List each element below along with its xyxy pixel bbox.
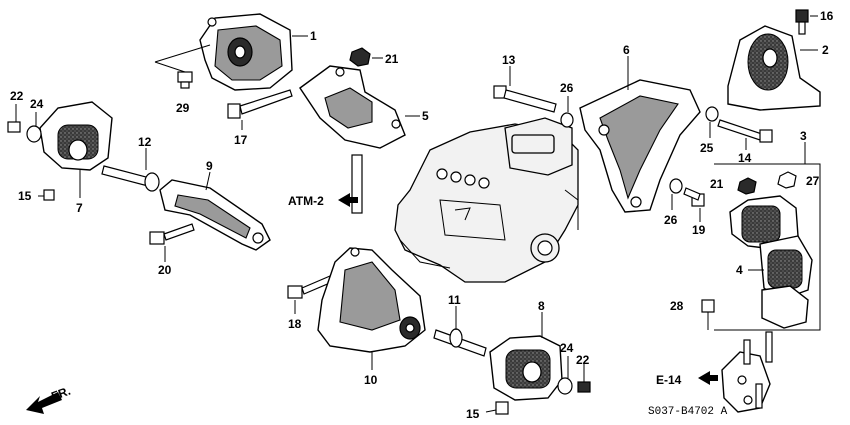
atm-2-label: ATM-2 <box>288 194 324 208</box>
callout-1: 1 <box>310 29 317 43</box>
part-27-nut <box>777 171 797 189</box>
callout-10: 10 <box>364 373 378 387</box>
callout-26-upper: 26 <box>560 81 574 95</box>
callout-12: 12 <box>138 135 152 149</box>
engine-block <box>394 117 579 283</box>
callout-22-left: 22 <box>10 89 24 103</box>
part-14-bolt <box>717 119 773 150</box>
front-label: FR. <box>49 384 72 404</box>
part-11-bolt <box>433 306 487 357</box>
part-21-nut-upper <box>349 47 383 67</box>
part-3-mount-assembly <box>714 142 821 331</box>
callout-19: 19 <box>692 223 706 237</box>
part-10-bracket <box>317 247 426 370</box>
callout-27: 27 <box>806 174 820 188</box>
callout-29: 29 <box>176 101 190 115</box>
callout-20: 20 <box>158 263 172 277</box>
callout-8: 8 <box>538 299 545 313</box>
part-7-mount <box>39 101 113 198</box>
part-28-bolt <box>701 299 715 330</box>
part-5-bracket <box>299 65 420 149</box>
callout-17: 17 <box>234 133 248 147</box>
callout-4: 4 <box>736 263 743 277</box>
part-2-mount <box>727 25 821 111</box>
callout-5: 5 <box>422 109 429 123</box>
part-21-nut-right <box>737 177 757 195</box>
stud <box>351 154 363 214</box>
callout-26-lower: 26 <box>664 213 678 227</box>
callout-21-upper: 21 <box>385 52 399 66</box>
part-13-bolt <box>493 66 557 113</box>
part-9-torque-rod <box>159 171 271 251</box>
part-1-mount-bracket <box>199 13 308 91</box>
part-15-bolt-left <box>38 189 55 201</box>
callout-18: 18 <box>288 317 302 331</box>
front-direction-arrow-icon <box>26 392 62 414</box>
part-20-bolt <box>149 223 195 262</box>
callout-2: 2 <box>822 43 829 57</box>
part-15-bolt-lower <box>485 401 509 415</box>
part-12-bolt <box>101 148 160 192</box>
callout-22-lower: 22 <box>576 353 590 367</box>
part-22-24-left <box>7 104 42 143</box>
part-8-mount <box>489 312 563 401</box>
e-14-reference-bracket <box>698 331 773 413</box>
callout-9: 9 <box>206 159 213 173</box>
part-29-bolt <box>154 44 211 89</box>
callout-16: 16 <box>820 9 834 23</box>
callout-6: 6 <box>623 43 630 57</box>
callout-15-lower: 15 <box>466 407 480 421</box>
part-25-washer <box>705 106 719 138</box>
callout-13: 13 <box>502 53 516 67</box>
callout-11: 11 <box>448 293 461 307</box>
part-26-washer-upper <box>560 96 574 128</box>
part-17-long-bolt <box>227 89 293 130</box>
callout-7: 7 <box>76 201 83 215</box>
callout-28: 28 <box>670 299 684 313</box>
atm-2-reference <box>338 193 358 207</box>
part-16-bolt <box>795 9 818 35</box>
callout-3: 3 <box>800 129 807 143</box>
part-26-washer-lower <box>669 178 683 210</box>
callout-24-lower: 24 <box>560 341 574 355</box>
callout-24-left: 24 <box>30 97 44 111</box>
part-24-22-lower <box>557 356 591 395</box>
callout-21-right: 21 <box>710 177 724 191</box>
part-19-bolt <box>683 187 705 222</box>
e-14-label: E-14 <box>656 373 682 387</box>
part-6-bracket <box>579 56 701 213</box>
diagram-code: S037-B4702 A <box>648 406 728 418</box>
callout-25: 25 <box>700 141 714 155</box>
callout-14: 14 <box>738 151 752 165</box>
callout-15-left: 15 <box>18 189 32 203</box>
